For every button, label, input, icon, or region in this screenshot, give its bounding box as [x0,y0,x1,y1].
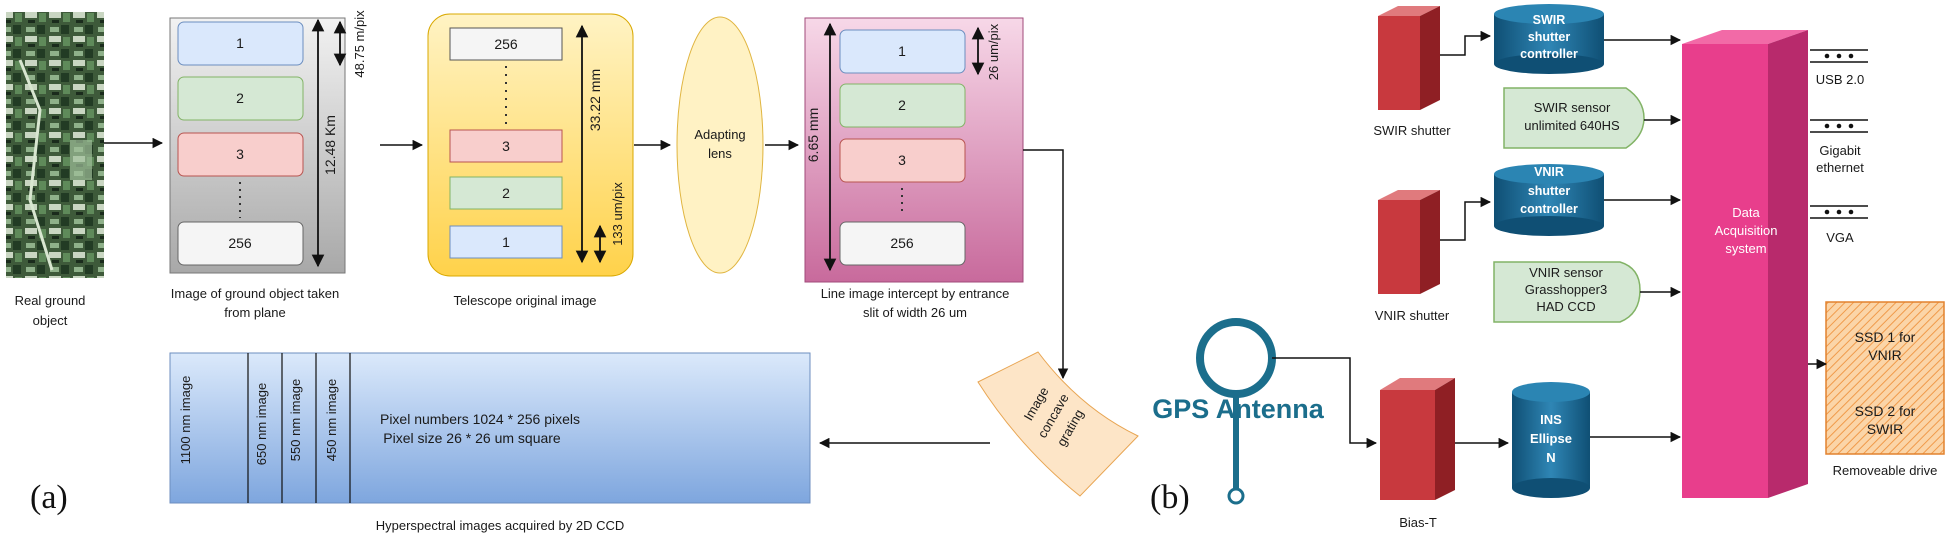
ccd-band-450: 450 nm image [324,379,339,461]
panel-a-label: (a) [30,479,68,516]
lens-label: Adapting [694,127,745,142]
slit-pixel-label: 26 um/pix [986,23,1001,80]
plane-pixel-label: 48.75 m/pix [352,10,367,78]
swir-controller-label-2: shutter [1528,30,1571,44]
telescope-row-2-label: 2 [502,185,510,201]
panel-b-label: (b) [1150,479,1190,516]
conn-vnir-shutter-to-controller [1440,196,1492,241]
slit-row-2 [839,83,966,128]
swir-sensor-label-2: unlimited 640HS [1524,118,1620,133]
ccd-info-2: Pixel size 26 * 26 um square [383,430,561,446]
port-usb-label: USB 2.0 [1816,72,1864,87]
slit-row-1 [839,29,966,74]
slit-row-1-label: 1 [898,43,906,59]
plane-caption: Image of ground object taken [171,286,339,301]
vnir-sensor-tag [1493,261,1641,323]
ground-object-image [6,12,104,278]
ssd1-label-2: VNIR [1868,347,1901,363]
swir-controller-cylinder [1494,4,1604,74]
plane-row-256-label: 256 [228,235,252,251]
swir-controller-label: SWIR [1533,13,1566,27]
ethernet-port-icon [1810,119,1868,133]
ccd-image [169,352,811,504]
vnir-controller-label: VNIR [1534,165,1564,179]
vga-port-icon [1810,205,1868,219]
ins-label-2: Ellipse [1530,431,1572,446]
data-acquisition-system-block [1682,30,1808,498]
slit-row-3-label: 3 [898,152,906,168]
port-ethernet-label: Gigabit [1819,143,1861,158]
slit-caption-2: slit of width 26 um [863,305,967,320]
ssd1-label: SSD 1 for [1855,329,1916,345]
swir-controller-label-3: controller [1520,47,1578,61]
telescope-row-1 [449,225,563,259]
ins-label-3: N [1546,450,1555,465]
plane-caption-2: from plane [224,305,285,320]
slit-row-256-label: 256 [890,235,914,251]
removable-drive [1825,301,1945,455]
vnir-controller-label-2: shutter [1528,184,1571,198]
das-label: Data [1732,205,1760,220]
telescope-pixel-label: 133 um/pix [610,182,625,246]
ccd-band-650: 650 nm image [254,383,269,465]
ccd-info: Pixel numbers 1024 * 256 pixels [380,411,580,427]
ccd-caption: Hyperspectral images acquired by 2D CCD [376,518,625,533]
vnir-sensor-label: VNIR sensor [1529,265,1603,280]
vnir-sensor-label-3: HAD CCD [1536,299,1595,314]
telescope-row-256 [449,27,563,61]
lens-label-2: lens [708,146,732,161]
conn-swir-shutter-to-controller [1440,30,1492,56]
ccd-band-550: 550 nm image [288,379,303,461]
swir-shutter-block [1378,6,1440,110]
plane-row-1-label: 1 [236,35,244,51]
plane-row-3-label: 3 [236,146,244,162]
bias-t-block [1380,378,1455,500]
swir-shutter-label: SWIR shutter [1373,123,1451,138]
port-vga-label: VGA [1826,230,1854,245]
slit-caption: Line image intercept by entrance [821,286,1010,301]
plane-height-label: 12.48 Km [322,115,338,175]
das-label-2: Acquisition [1715,223,1778,238]
telescope-row-3-label: 3 [502,138,510,154]
vnir-controller-label-3: controller [1520,202,1578,216]
telescope-row-1-label: 1 [502,234,510,250]
ins-label: INS [1540,412,1562,427]
slit-height-label: 6.65 mm [805,108,821,162]
vnir-shutter-block [1378,190,1440,294]
usb-port-icon [1810,49,1868,63]
concave-grating [977,351,1139,497]
port-ethernet-label-2: ethernet [1816,160,1864,175]
plane-row-1 [177,21,304,66]
telescope-row-256-label: 256 [494,36,518,52]
telescope-row-2 [449,176,563,210]
ground-caption: Real ground [15,293,86,308]
plane-row-3 [177,132,304,177]
slit-row-256 [839,221,966,266]
das-label-3: system [1725,241,1766,256]
ccd-band-1100: 1100 nm image [178,376,193,465]
adapting-lens [676,16,764,274]
plane-row-256 [177,221,304,266]
bias-t-label: Bias-T [1399,515,1437,530]
ins-cylinder [1512,382,1590,498]
telescope-row-3 [449,129,563,163]
telescope-caption: Telescope original image [453,293,596,308]
telescope-height-label: 33.22 mm [587,69,603,131]
vnir-sensor-label-2: Grasshopper3 [1525,282,1607,297]
slit-row-3 [839,138,966,183]
swir-sensor-label: SWIR sensor [1534,100,1611,115]
swir-sensor-tag [1503,87,1645,149]
slit-row-2-label: 2 [898,97,906,113]
plane-row-2 [177,76,304,121]
vnir-shutter-label: VNIR shutter [1375,308,1450,323]
arrow-slit-to-grating [1023,149,1069,380]
conn-gps-to-bias-t [1272,357,1378,449]
drive-caption: Removeable drive [1833,463,1938,478]
plane-row-2-label: 2 [236,90,244,106]
ssd2-label: SSD 2 for [1855,403,1916,419]
ground-caption-2: object [33,313,68,328]
gps-antenna-label: GPS Antenna [1152,394,1325,424]
ssd2-label-2: SWIR [1867,421,1904,437]
vnir-controller-cylinder [1494,164,1604,236]
